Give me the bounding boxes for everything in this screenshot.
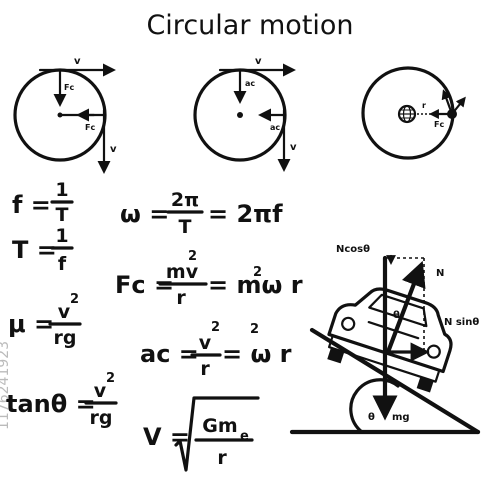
bank-incline — [309, 327, 481, 435]
velocity-arrow — [441, 89, 454, 116]
diagram-centripetal-acceleration: v ac ac v — [193, 56, 297, 172]
label-ac-vertical: ac — [245, 79, 255, 88]
diagram-orbit-planet: r Fc — [361, 66, 466, 160]
fraction-denominator: rg — [54, 327, 77, 349]
formula-lhs: T = — [12, 236, 57, 264]
fraction-denominator: r — [176, 287, 186, 309]
formula-period: T = 1 f — [12, 225, 74, 275]
label-nsin: N sinθ — [444, 317, 479, 328]
formula-centripetal-acceleration: ac = v 2 r = ω r 2 — [140, 320, 292, 380]
fraction-denominator: f — [58, 253, 67, 275]
square-root-sign — [174, 396, 260, 472]
rhs-exponent: 2 — [253, 265, 262, 280]
formula-orbital-velocity: V = Gm e r — [143, 396, 260, 472]
fraction-denominator: T — [56, 204, 69, 226]
formula-lhs: μ = — [8, 310, 54, 338]
fraction-numerator: v — [58, 301, 71, 323]
label-theta-car: θ — [393, 310, 400, 321]
fraction-numerator: mv — [166, 261, 199, 283]
label-theta-ground: θ — [368, 412, 375, 423]
rhs-exponent: 2 — [250, 322, 259, 337]
label-r: r — [422, 101, 426, 110]
fraction-numerator: v — [94, 380, 107, 402]
formula-lhs: tanθ = — [6, 390, 96, 418]
angle-arc — [349, 378, 400, 434]
fraction-numerator: Gm — [202, 415, 237, 437]
formula-friction-coefficient: μ = v 2 rg — [8, 292, 82, 349]
formula-lhs: ac = — [140, 340, 199, 368]
formula-rhs: = mω r — [208, 271, 303, 299]
label-mg: mg — [392, 412, 410, 423]
numerator-exponent: 2 — [211, 320, 220, 335]
formula-rhs: = 2πf — [208, 200, 283, 228]
center-dot — [237, 112, 243, 118]
formula-lhs: ω = — [120, 200, 169, 228]
globe-icon — [397, 104, 417, 124]
formula-lhs: V = — [143, 423, 190, 451]
formula-banking-angle: tanθ = v 2 rg — [6, 371, 118, 429]
diagram-centripetal-force: v Fc Fc v — [13, 56, 117, 174]
fraction-denominator: r — [200, 358, 210, 380]
fraction-denominator: T — [179, 216, 192, 238]
formula-rhs: = ω r — [222, 340, 292, 368]
formula-frequency: f = 1 T — [12, 179, 74, 226]
label-v-top: v — [74, 56, 81, 67]
fraction-numerator: 2π — [171, 189, 199, 211]
formula-centripetal-force: Fc = mv 2 r = mω r 2 — [115, 249, 303, 309]
numerator-exponent: 2 — [188, 249, 197, 264]
label-fc: Fc — [434, 120, 444, 129]
formula-angular-velocity: ω = 2π T = 2πf — [120, 189, 283, 238]
watermark: 1176241923 — [0, 341, 12, 430]
label-ac-horizontal: ac — [270, 123, 280, 132]
label-n: N — [436, 268, 444, 279]
fraction-numerator: 1 — [55, 179, 68, 201]
normal-force-arrow — [385, 260, 426, 355]
fraction-numerator: 1 — [55, 225, 68, 247]
numerator-exponent: 2 — [70, 292, 79, 307]
center-dot — [57, 112, 63, 118]
page-title: Circular motion — [146, 10, 353, 41]
fraction-denominator: r — [217, 447, 227, 469]
label-v-top: v — [255, 56, 262, 67]
formula-lhs: f = — [12, 191, 51, 219]
numerator-exponent: 2 — [106, 371, 115, 386]
label-fc-vertical: Fc — [64, 83, 74, 92]
numerator-subscript: e — [240, 429, 249, 444]
watermark-id: 1176241923 — [0, 341, 12, 430]
label-v-right: v — [110, 144, 117, 155]
label-fc-horizontal: Fc — [85, 123, 95, 132]
label-v-right: v — [290, 142, 297, 153]
label-ncos: Ncosθ — [336, 244, 370, 255]
velocity-arrow-2 — [450, 96, 466, 116]
fraction-denominator: rg — [90, 407, 113, 429]
fraction-numerator: v — [199, 332, 212, 354]
banked-curve-diagram: θ mg Ncosθ N N sinθ θ — [289, 244, 481, 435]
